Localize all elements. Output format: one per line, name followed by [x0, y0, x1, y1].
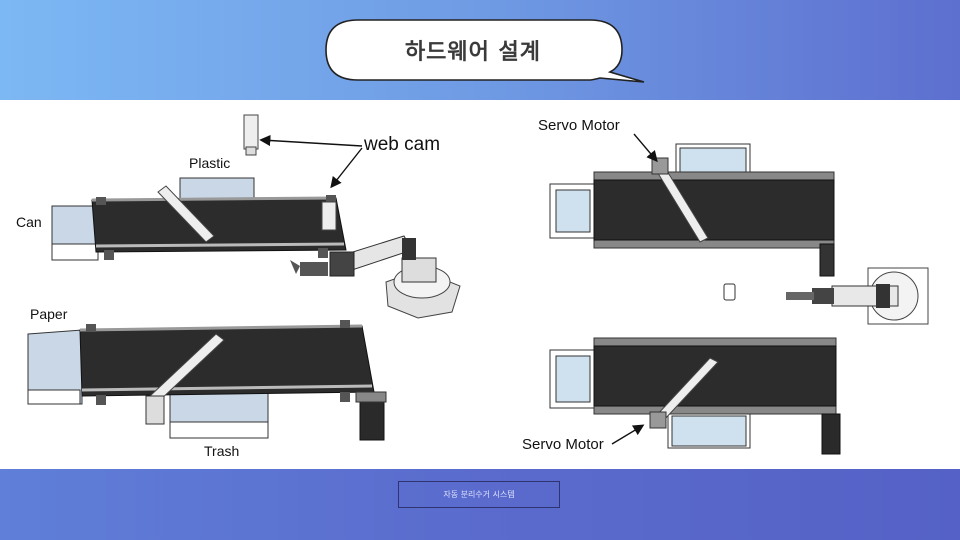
conveyor-bottom-right [549, 337, 841, 455]
label-web-cam: web cam [364, 134, 441, 155]
label-servo-motor-top: Servo Motor [538, 117, 620, 134]
label-can: Can [16, 214, 42, 230]
label-paper: Paper [30, 306, 68, 322]
footer-caption: 자동 분리수거 시스템 [398, 481, 560, 508]
page-title: 하드웨어 설계 [404, 40, 542, 65]
conveyor-top-left [51, 114, 347, 261]
title-bubble [325, 19, 645, 83]
conveyor-bottom-left [27, 320, 387, 441]
label-trash: Trash [204, 443, 240, 459]
annotation-arrows [259, 133, 658, 445]
robot-arm-top-view [723, 267, 929, 325]
label-plastic: Plastic [189, 155, 231, 171]
label-servo-motor-bottom: Servo Motor [522, 436, 604, 453]
robot-arm [290, 235, 461, 319]
footer-band [0, 469, 960, 540]
conveyor-top-right [549, 143, 835, 277]
